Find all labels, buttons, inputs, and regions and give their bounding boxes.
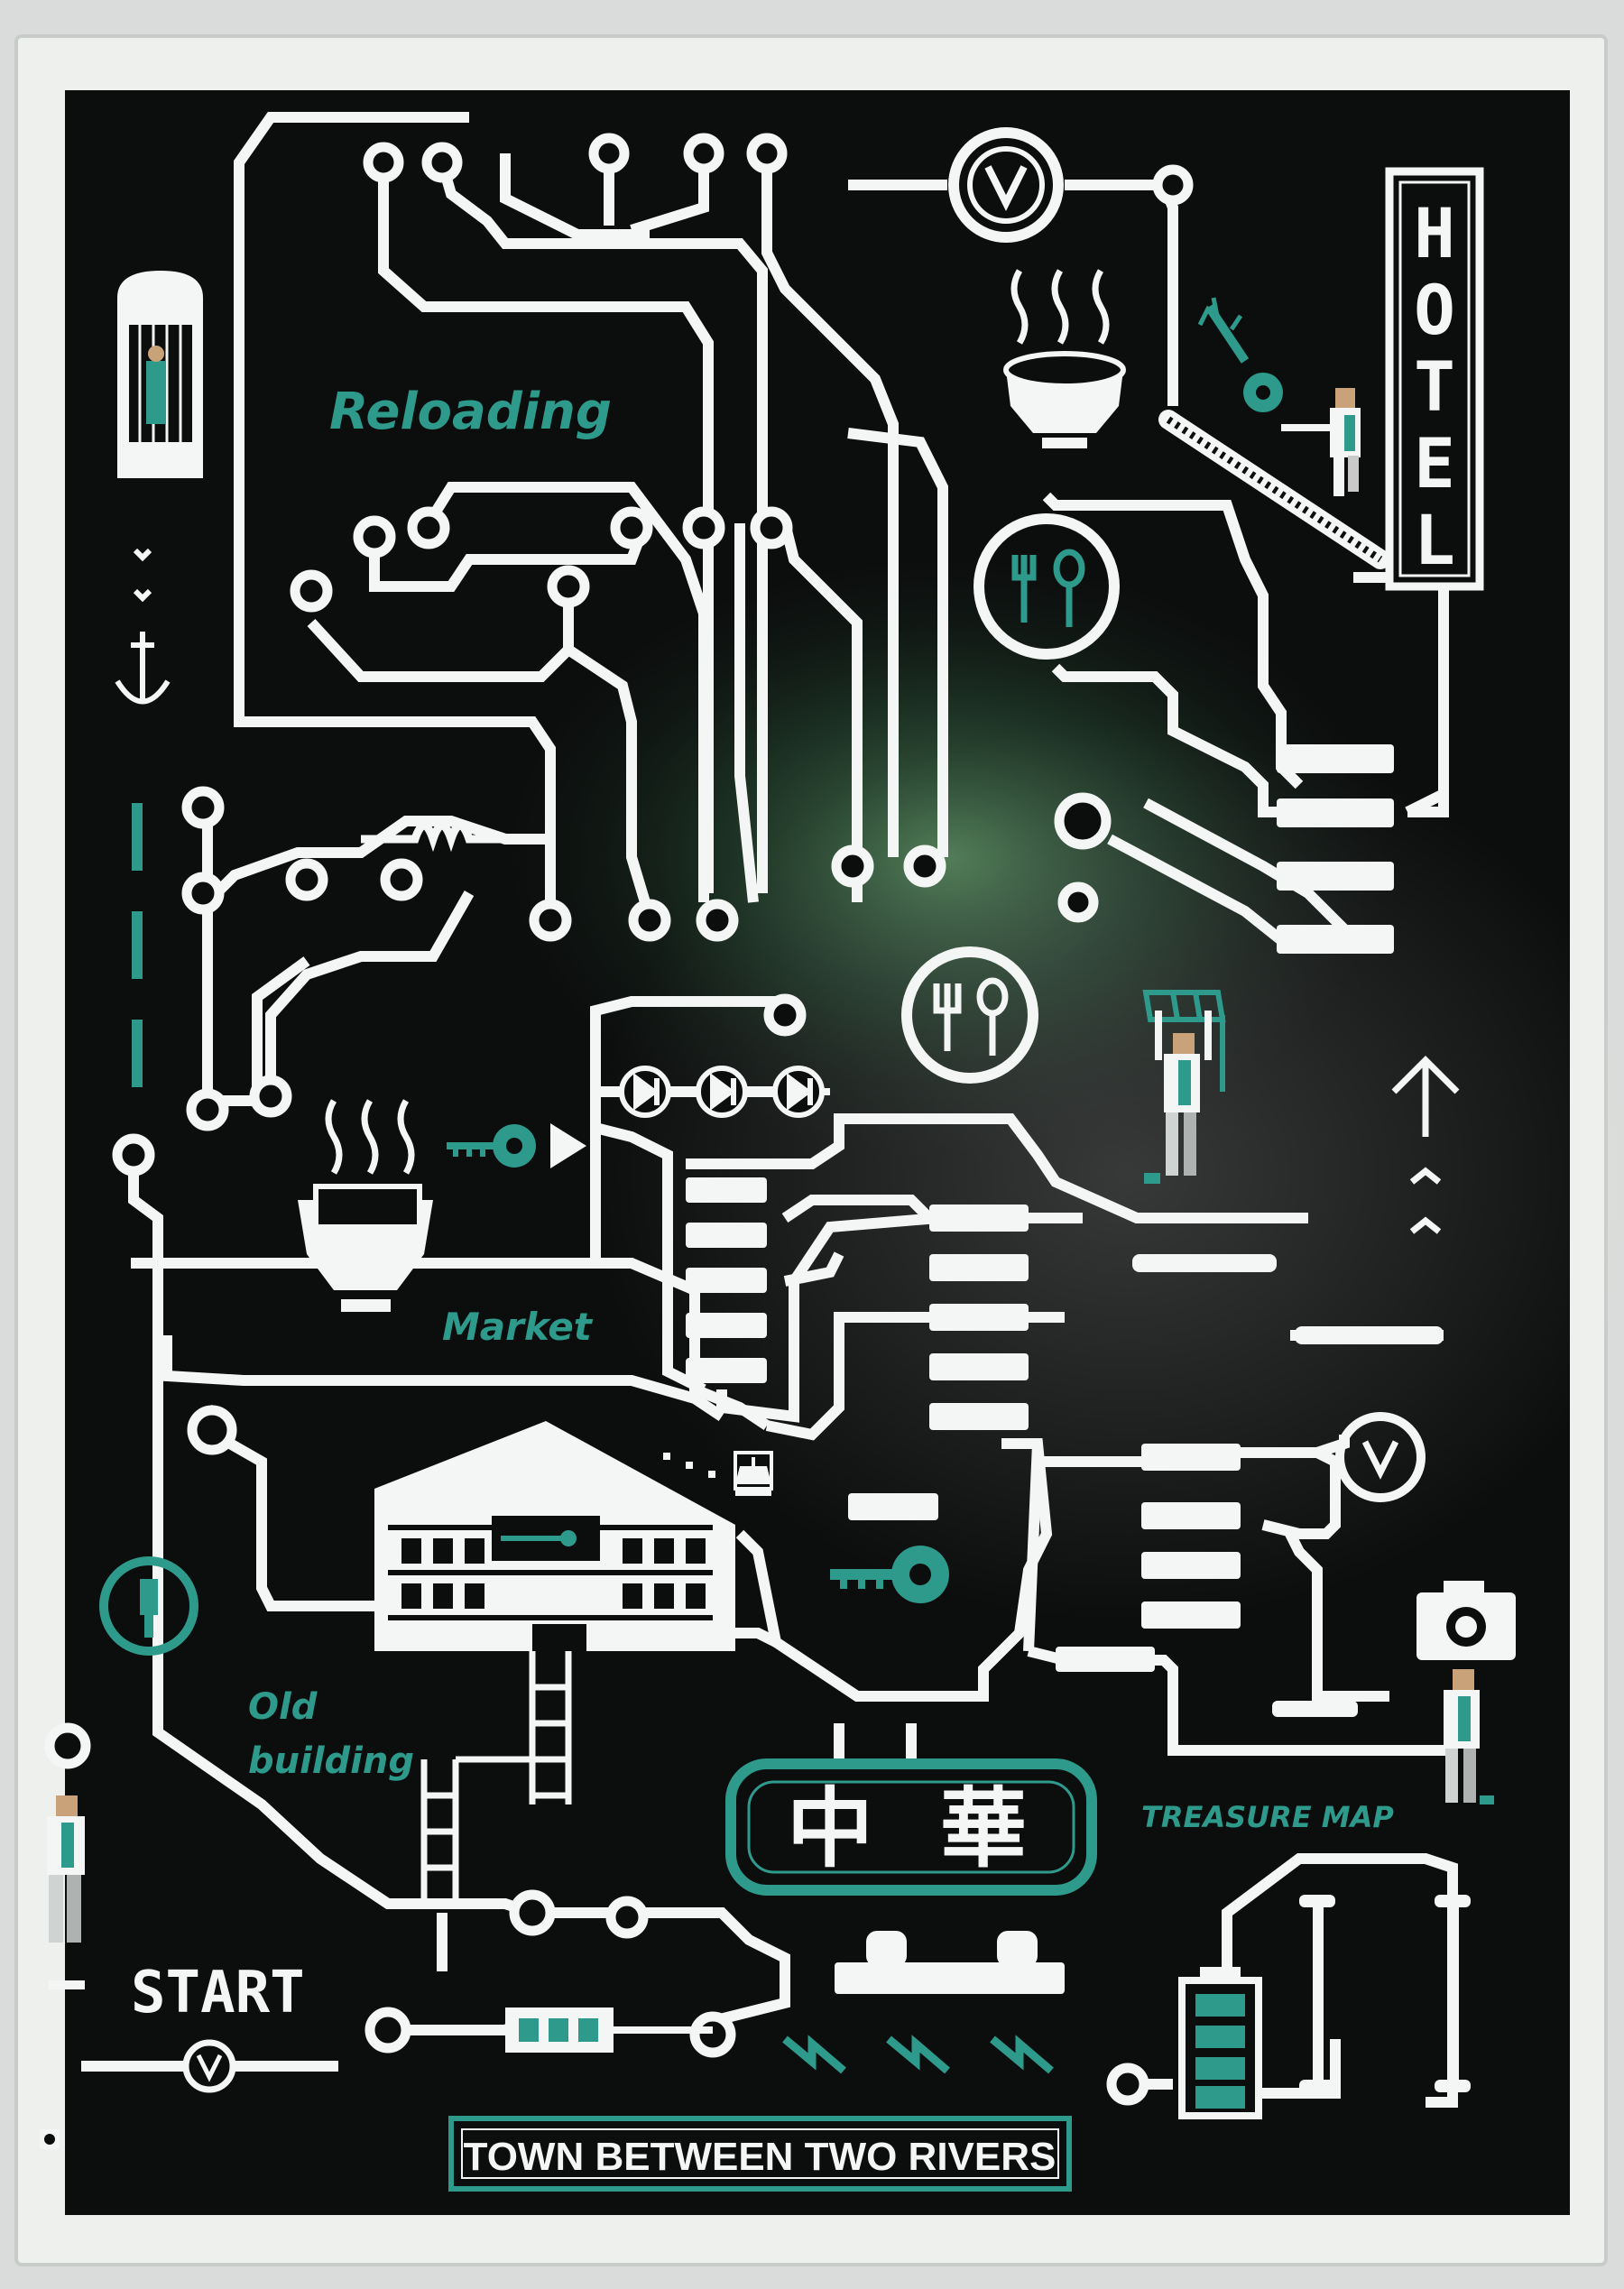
net-icon	[1142, 990, 1226, 1092]
person-icon	[1444, 1669, 1494, 1804]
key-icon	[830, 1546, 949, 1603]
arrow-up-icon	[1391, 1056, 1460, 1234]
fork-spoon-icon	[973, 513, 1120, 660]
lightning-icon	[782, 2035, 1054, 2074]
chinese-sign	[725, 1758, 1097, 1896]
valve-icon	[948, 127, 1064, 243]
person-icon	[1281, 388, 1361, 496]
valve-icon	[81, 2039, 338, 2093]
steaming-bowl-icon	[298, 1099, 433, 1312]
battery-icon	[1178, 1967, 1262, 2119]
circuit-nodes	[44, 133, 1194, 2106]
camera-icon	[1416, 1581, 1516, 1660]
escalator-icon	[1158, 410, 1390, 569]
label-old-building-line2: building	[248, 1740, 414, 1782]
hotel-letter-l: L	[1414, 500, 1455, 580]
label-start: START	[131, 1960, 305, 2026]
chinese-char-hua: 華	[940, 1781, 1027, 1878]
fork-spoon-icon	[901, 946, 1038, 1084]
person-icon	[47, 1795, 85, 1989]
person-icon	[1144, 1011, 1212, 1184]
ladder-icon	[420, 1651, 572, 1904]
key-icon	[1197, 297, 1283, 412]
circuit-traces	[81, 112, 1458, 2108]
label-market: Market	[442, 1305, 594, 1349]
corner-logo-dot	[44, 2134, 55, 2145]
steaming-bowl-icon	[1003, 269, 1126, 448]
hotel-sign-icon	[1385, 167, 1484, 591]
title-box	[448, 2116, 1072, 2192]
valve-icon	[1335, 1412, 1426, 1502]
building-icon	[374, 1421, 773, 1651]
chinese-char-zhong: 中	[787, 1781, 873, 1878]
hotel-letter-h: H	[1414, 193, 1455, 273]
label-reloading: Reloading	[329, 383, 612, 441]
hotel-letter-o: O	[1414, 270, 1455, 350]
connector-bars	[686, 744, 1471, 2092]
resistor-icon	[361, 821, 505, 853]
diode-icon	[595, 1066, 830, 1118]
key-icon	[447, 1123, 586, 1168]
hotel-letter-t: T	[1414, 346, 1455, 427]
poster-title: TOWN BETWEEN TWO RIVERS	[464, 2135, 1057, 2179]
start-block	[406, 2007, 713, 2053]
label-old-building-line1: Old	[248, 1686, 318, 1728]
elevator-icon	[117, 271, 203, 478]
hotel-letter-e: E	[1414, 423, 1455, 503]
label-treasure-map: TREASURE MAP	[1141, 1800, 1394, 1834]
small-tram-icon	[663, 1453, 771, 1496]
pin-icon	[99, 1556, 198, 1656]
anchor-icon	[115, 548, 171, 705]
